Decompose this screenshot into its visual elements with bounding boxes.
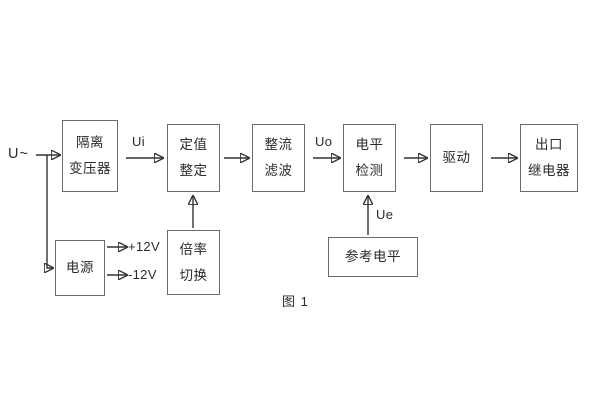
- block-line: 继电器: [528, 163, 570, 178]
- label-ui: Ui: [132, 134, 145, 149]
- block-line: 滤波: [264, 163, 293, 178]
- block-line: 驱动: [442, 150, 471, 166]
- label-ue: Ue: [376, 207, 394, 222]
- block-output-relay[interactable]: 出口 继电器: [520, 124, 578, 192]
- block-power-supply[interactable]: 电源: [55, 240, 105, 296]
- block-reference-level[interactable]: 参考电平: [328, 237, 418, 277]
- block-line: 出口: [535, 137, 563, 153]
- label-neg-12v: -12V: [128, 267, 157, 282]
- block-line: 参考电平: [345, 249, 401, 265]
- block-line: 切换: [179, 267, 208, 283]
- block-driver[interactable]: 驱动: [430, 124, 483, 192]
- block-line: 定值: [179, 137, 208, 153]
- block-rectify-filter[interactable]: 整流 滤波: [252, 124, 305, 192]
- block-line: 变压器: [69, 161, 111, 176]
- block-line: 电平: [355, 137, 384, 153]
- block-ratio-switch[interactable]: 倍率 切换: [167, 230, 220, 295]
- block-line: 倍率: [179, 241, 208, 257]
- block-line: 整流: [264, 137, 293, 153]
- label-uo: Uo: [315, 134, 333, 149]
- block-isolation-transformer[interactable]: 隔离 变压器: [62, 120, 118, 192]
- block-line: 隔离: [76, 135, 104, 151]
- block-line: 电源: [66, 260, 94, 276]
- block-line: 检测: [355, 163, 384, 178]
- label-pos-12v: +12V: [128, 239, 160, 254]
- block-setting-value[interactable]: 定值 整定: [167, 124, 220, 192]
- block-level-detection[interactable]: 电平 检测: [343, 124, 396, 192]
- label-source-voltage: U~: [8, 146, 29, 162]
- figure-caption: 图 1: [282, 294, 309, 309]
- wire-source-branch-to-power: [47, 155, 53, 268]
- block-line: 整定: [179, 163, 208, 178]
